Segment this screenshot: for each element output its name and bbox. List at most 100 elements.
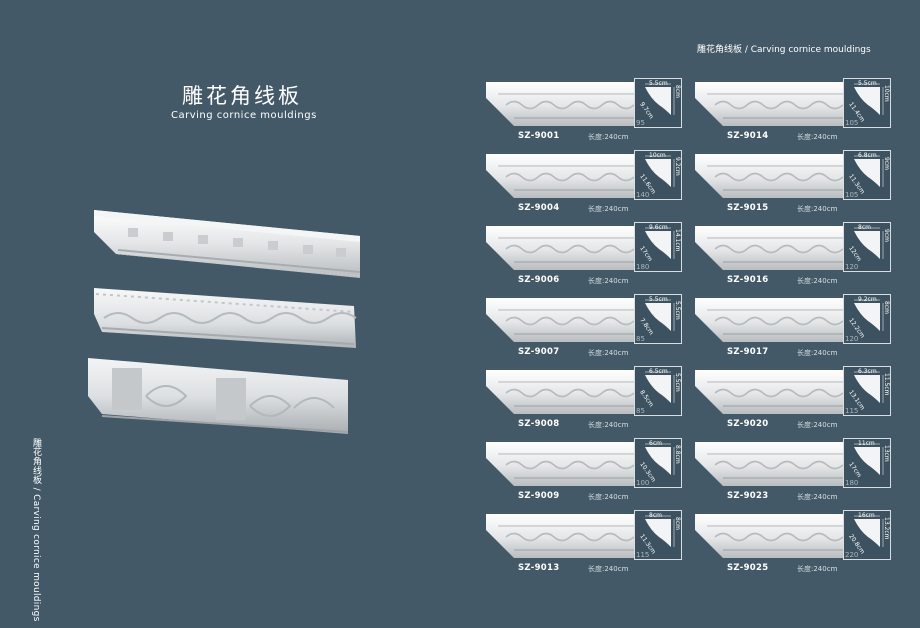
dimension-height: 9cm	[883, 157, 890, 170]
moulding-photo	[693, 510, 843, 560]
dimension-height: 5.5cm	[674, 301, 681, 320]
product-length: 长度:240cm	[797, 493, 838, 501]
product-card[interactable]: 10cm 9.2cm 11.6cm 140 SZ-9004 长度:240cm	[484, 150, 684, 213]
dimension-width: 10cm	[649, 152, 666, 159]
product-length: 长度:240cm	[797, 205, 838, 213]
product-code: SZ-9014	[727, 131, 769, 141]
product-code: SZ-9020	[727, 419, 769, 429]
dimension-angle: 115	[845, 407, 859, 415]
profile-diagram: 8cm 8cm 11.3cm 115	[634, 510, 682, 560]
moulding-photo	[484, 78, 634, 128]
dimension-angle: 105	[845, 191, 859, 199]
product-card[interactable]: 5.5cm 5.5cm 7.8cm 85 SZ-9007 长度:240cm	[484, 294, 684, 357]
moulding-photo	[693, 438, 843, 488]
profile-diagram: 9.2cm 8cm 12.2cm 120	[843, 294, 891, 344]
dimension-width: 6.3cm	[858, 368, 877, 375]
product-length: 长度:240cm	[588, 133, 629, 141]
dimension-height: 9.2cm	[674, 157, 681, 176]
profile-diagram: 6cm 8.8cm 10.3cm 100	[634, 438, 682, 488]
dimension-width: 5.5cm	[858, 80, 877, 87]
profile-diagram: 6.3cm 11.5cm 13.1cm 115	[843, 366, 891, 416]
profile-diagram: 5.5cm 5.5cm 7.8cm 85	[634, 294, 682, 344]
profile-diagram: 5.5cm 10cm 11.4cm 105	[843, 78, 891, 128]
product-card[interactable]: 9.6cm 14.1cm 17cm 180 SZ-9006 长度:240cm	[484, 222, 684, 285]
product-card[interactable]: 6.8cm 9cm 11.3cm 105 SZ-9015 长度:240cm	[693, 150, 893, 213]
product-card[interactable]: 6.5cm 5.5cm 8.5cm 85 SZ-9008 长度:240cm	[484, 366, 684, 429]
dimension-height: 10cm	[883, 85, 890, 102]
profile-diagram: 6.5cm 5.5cm 8.5cm 85	[634, 366, 682, 416]
moulding-photo	[484, 438, 634, 488]
product-card[interactable]: 6cm 8.8cm 10.3cm 100 SZ-9009 长度:240cm	[484, 438, 684, 501]
dimension-angle: 95	[636, 119, 645, 127]
dimension-angle: 180	[636, 263, 650, 271]
product-length: 长度:240cm	[588, 493, 629, 501]
dimension-angle: 120	[845, 263, 859, 271]
moulding-photo	[484, 150, 634, 200]
dimension-height: 8cm	[674, 517, 681, 530]
product-code: SZ-9025	[727, 563, 769, 573]
product-length: 长度:240cm	[588, 421, 629, 429]
product-length: 长度:240cm	[588, 565, 629, 573]
product-card[interactable]: 8cm 9cm 12cm 120 SZ-9016 长度:240cm	[693, 222, 893, 285]
dimension-angle: 140	[636, 191, 650, 199]
dimension-height: 5.5cm	[674, 373, 681, 392]
product-code: SZ-9013	[518, 563, 560, 573]
product-code: SZ-9004	[518, 203, 560, 213]
dimension-angle: 100	[636, 479, 650, 487]
product-code: SZ-9023	[727, 491, 769, 501]
product-card[interactable]: 9.2cm 8cm 12.2cm 120 SZ-9017 长度:240cm	[693, 294, 893, 357]
product-code: SZ-9006	[518, 275, 560, 285]
dimension-height: 13.2cm	[883, 517, 890, 540]
product-code: SZ-9007	[518, 347, 560, 357]
profile-diagram: 8cm 9cm 12cm 120	[843, 222, 891, 272]
dimension-width: 6cm	[649, 440, 662, 447]
profile-diagram: 10cm 9.2cm 11.6cm 140	[634, 150, 682, 200]
dimension-angle: 180	[845, 479, 859, 487]
moulding-photo	[693, 294, 843, 344]
dimension-width: 5.5cm	[649, 80, 668, 87]
product-card[interactable]: 6.3cm 11.5cm 13.1cm 115 SZ-9020 长度:240cm	[693, 366, 893, 429]
dimension-angle: 85	[636, 407, 645, 415]
profile-diagram: 16cm 13.2cm 20.8cm 220	[843, 510, 891, 560]
product-code: SZ-9016	[727, 275, 769, 285]
dimension-width: 6.5cm	[649, 368, 668, 375]
dimension-height: 14.1cm	[674, 229, 681, 252]
dimension-width: 6.8cm	[858, 152, 877, 159]
moulding-photo	[484, 294, 634, 344]
dimension-width: 16cm	[858, 512, 875, 519]
product-card[interactable]: 11cm 13cm 17cm 180 SZ-9023 长度:240cm	[693, 438, 893, 501]
product-length: 长度:240cm	[797, 565, 838, 573]
dimension-angle: 105	[845, 119, 859, 127]
product-length: 长度:240cm	[797, 133, 838, 141]
moulding-photo	[484, 222, 634, 272]
product-card[interactable]: 5.5cm 8cm 9.7cm 95 SZ-9001 长度:240cm	[484, 78, 684, 141]
moulding-photo	[484, 366, 634, 416]
page-subtitle: Carving cornice mouldings	[171, 110, 317, 121]
dimension-height: 9cm	[883, 229, 890, 242]
dimension-width: 5.5cm	[649, 296, 668, 303]
moulding-photo	[693, 222, 843, 272]
product-length: 长度:240cm	[797, 349, 838, 357]
profile-diagram: 6.8cm 9cm 11.3cm 105	[843, 150, 891, 200]
moulding-photo	[693, 366, 843, 416]
dimension-angle: 115	[636, 551, 650, 559]
dimension-height: 13cm	[883, 445, 890, 462]
profile-diagram: 9.6cm 14.1cm 17cm 180	[634, 222, 682, 272]
page-title: 雕花角线板	[182, 84, 302, 108]
moulding-photo	[484, 510, 634, 560]
dimension-angle: 220	[845, 551, 859, 559]
hero-moulding-top	[88, 206, 363, 282]
profile-diagram: 5.5cm 8cm 9.7cm 95	[634, 78, 682, 128]
dimension-height: 11.5cm	[883, 373, 890, 396]
hero-moulding-bottom	[86, 356, 352, 436]
product-card[interactable]: 16cm 13.2cm 20.8cm 220 SZ-9025 长度:240cm	[693, 510, 893, 573]
product-length: 长度:240cm	[797, 277, 838, 285]
product-code: SZ-9008	[518, 419, 560, 429]
dimension-angle: 85	[636, 335, 645, 343]
product-card[interactable]: 5.5cm 10cm 11.4cm 105 SZ-9014 长度:240cm	[693, 78, 893, 141]
product-card[interactable]: 8cm 8cm 11.3cm 115 SZ-9013 长度:240cm	[484, 510, 684, 573]
product-length: 长度:240cm	[588, 205, 629, 213]
product-code: SZ-9009	[518, 491, 560, 501]
product-length: 长度:240cm	[797, 421, 838, 429]
